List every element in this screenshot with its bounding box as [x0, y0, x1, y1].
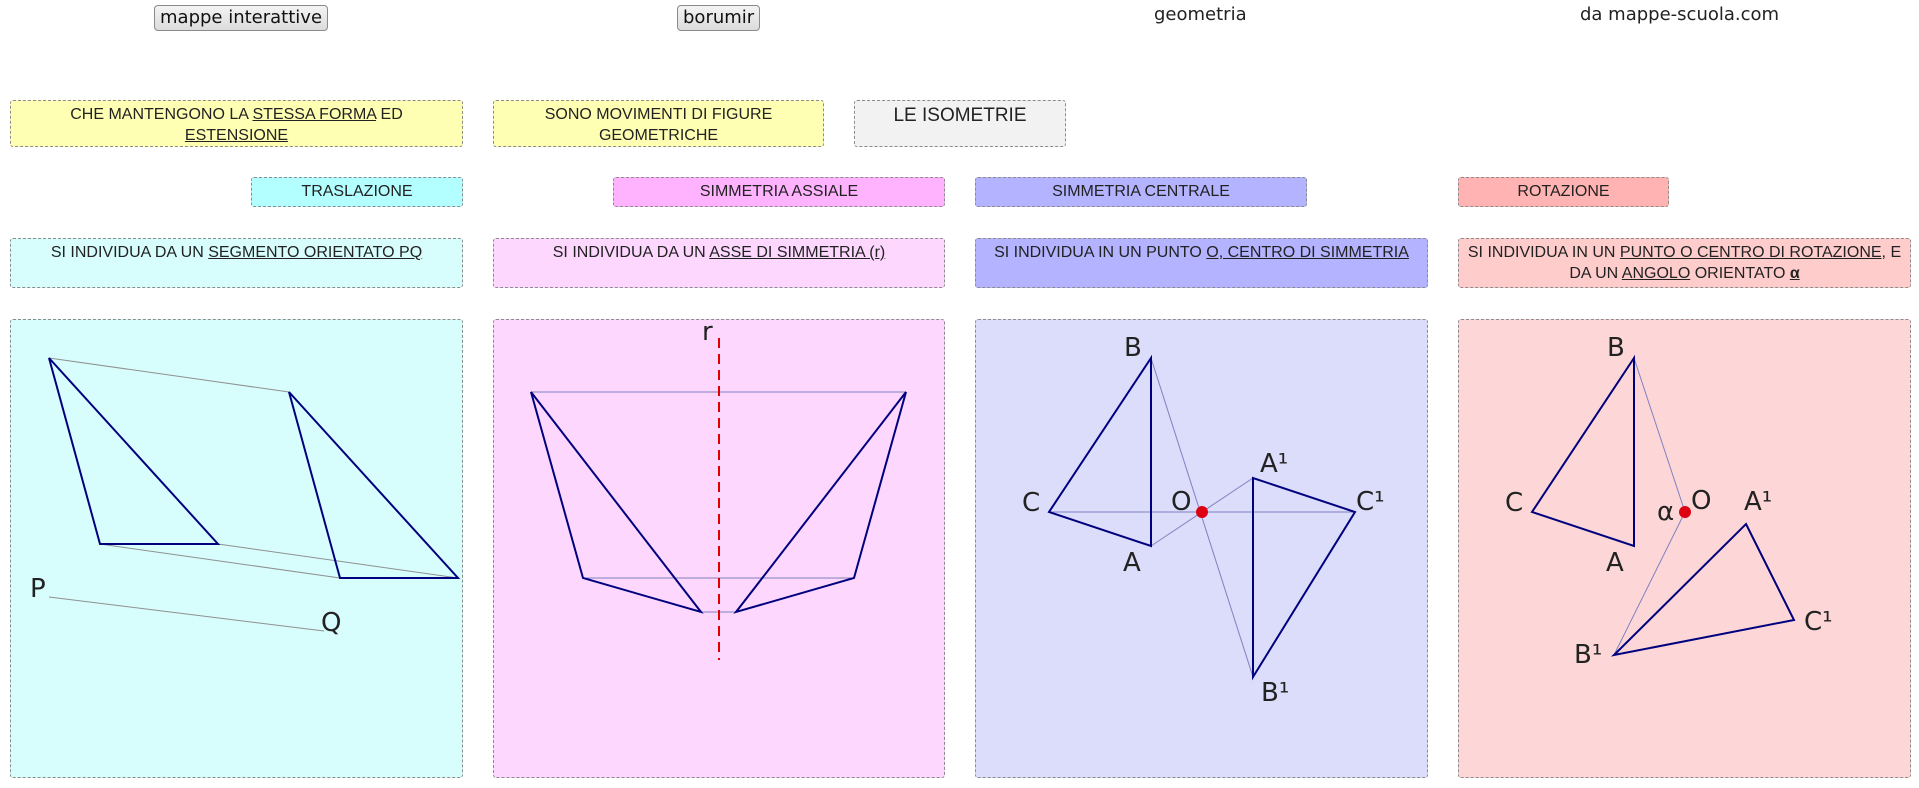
rotazione-guide-b1 — [1613, 511, 1686, 656]
label-c: C — [1505, 488, 1523, 518]
traslazione-triangle-original — [48, 357, 221, 545]
header-simmetria-assiale[interactable]: SIMMETRIA ASSIALE — [613, 177, 945, 207]
box1-text-3: ED — [376, 106, 403, 123]
desc-centrale-text-1: SI INDIVIDUA IN UN PUNTO — [994, 244, 1207, 261]
box2-text: SONO MOVIMENTI DI FIGURE GEOMETRICHE — [544, 106, 773, 144]
label-b1: B¹ — [1261, 678, 1289, 708]
traslazione-triangle-image — [288, 391, 461, 579]
label-a1: A¹ — [1744, 487, 1772, 517]
label-c1: C¹ — [1356, 487, 1385, 517]
header-simmetria-centrale[interactable]: SIMMETRIA CENTRALE — [975, 177, 1307, 207]
label-o: O — [1171, 487, 1191, 517]
desc-rotazione-text-5: ORIENTATO — [1690, 265, 1790, 282]
desc-assiale-text-2: ASSE DI SIMMETRIA (r) — [709, 244, 886, 261]
assiale-diagram: r — [530, 320, 907, 660]
box1-text-1: CHE MANTENGONO LA — [70, 106, 253, 123]
box-title-isometrie[interactable]: LE ISOMETRIE — [854, 100, 1066, 147]
header-rotazione-label: ROTAZIONE — [1517, 183, 1610, 200]
label-b: B — [1124, 333, 1142, 363]
traslazione-guide-2 — [99, 543, 341, 579]
header-centrale-label: SIMMETRIA CENTRALE — [1052, 183, 1230, 200]
borumir-button[interactable]: borumir — [677, 5, 761, 31]
desc-rotazione-text-2: PUNTO O CENTRO DI ROTAZIONE — [1619, 244, 1882, 261]
centrale-triangle-image — [1252, 476, 1357, 681]
desc-assiale[interactable]: SI INDIVIDUA DA UN ASSE DI SIMMETRIA (r) — [493, 238, 945, 288]
box1-text-2: STESSA FORMA — [252, 106, 377, 123]
traslazione-guide-3 — [217, 543, 459, 579]
traslazione-diagram: P Q — [30, 357, 461, 638]
label-q: Q — [321, 608, 341, 638]
desc-rotazione-text-3: , E DA UN — [1569, 244, 1902, 282]
desc-centrale[interactable]: SI INDIVIDUA IN UN PUNTO O, CENTRO DI SI… — [975, 238, 1428, 288]
label-b: B — [1607, 333, 1625, 363]
label-a1: A¹ — [1260, 449, 1288, 479]
rotation-center-o — [1679, 506, 1691, 518]
segment-pq — [48, 596, 325, 632]
desc-rotazione-text-6: α — [1789, 265, 1800, 282]
label-a: A — [1606, 548, 1624, 578]
source-label: da mappe-scuola.com — [1580, 4, 1780, 25]
centrale-triangle-original — [1047, 354, 1152, 548]
label-p: P — [30, 574, 46, 604]
label-c: C — [1022, 488, 1040, 518]
header-traslazione[interactable]: TRASLAZIONE — [251, 177, 463, 207]
header-assiale-label: SIMMETRIA ASSIALE — [699, 183, 859, 200]
assiale-triangle-original — [530, 391, 704, 614]
panel-rotazione: B C A α O A¹ C¹ B¹ — [1458, 319, 1911, 778]
rotazione-triangle-image — [1610, 522, 1796, 657]
rotazione-triangle-original — [1530, 354, 1635, 548]
desc-rotazione-text-4: ANGOLO — [1621, 265, 1691, 282]
box-movimenti[interactable]: SONO MOVIMENTI DI FIGURE GEOMETRICHE — [493, 100, 824, 147]
panel-simmetria-assiale: r — [493, 319, 945, 778]
label-r: r — [702, 320, 713, 347]
centrale-diagram: B C A O A¹ C¹ B¹ — [1022, 333, 1385, 708]
box1-text-4: ESTENSIONE — [184, 127, 289, 144]
label-c1: C¹ — [1804, 607, 1833, 637]
label-b1: B¹ — [1574, 640, 1602, 670]
desc-assiale-text-1: SI INDIVIDUA DA UN — [552, 244, 710, 261]
rotazione-guide-b — [1633, 357, 1686, 513]
desc-centrale-text-2: O, CENTRO DI SIMMETRIA — [1206, 244, 1409, 261]
center-point-o — [1196, 506, 1208, 518]
label-a: A — [1123, 548, 1141, 578]
desc-traslazione-text-2: SEGMENTO ORIENTATO PQ — [208, 244, 423, 261]
traslazione-guide-1 — [48, 357, 290, 393]
rotazione-diagram: B C A α O A¹ C¹ B¹ — [1505, 333, 1833, 670]
desc-traslazione[interactable]: SI INDIVIDUA DA UN SEGMENTO ORIENTATO PQ — [10, 238, 463, 288]
label-o: O — [1691, 486, 1711, 516]
desc-rotazione-text-1: SI INDIVIDUA IN UN — [1467, 244, 1620, 261]
panel-traslazione: P Q — [10, 319, 463, 778]
panel-simmetria-centrale: B C A O A¹ C¹ B¹ — [975, 319, 1428, 778]
desc-traslazione-text-1: SI INDIVIDUA DA UN — [50, 244, 209, 261]
header-traslazione-label: TRASLAZIONE — [301, 183, 413, 200]
page-title: LE ISOMETRIE — [893, 105, 1027, 126]
label-alpha: α — [1657, 497, 1674, 527]
assiale-triangle-image — [733, 391, 907, 614]
mappe-interattive-button[interactable]: mappe interattive — [154, 5, 329, 31]
box-stessa-forma[interactable]: CHE MANTENGONO LA STESSA FORMA ED ESTENS… — [10, 100, 463, 147]
header-rotazione[interactable]: ROTAZIONE — [1458, 177, 1669, 207]
subject-label: geometria — [1154, 4, 1247, 25]
desc-rotazione[interactable]: SI INDIVIDUA IN UN PUNTO O CENTRO DI ROT… — [1458, 238, 1911, 288]
